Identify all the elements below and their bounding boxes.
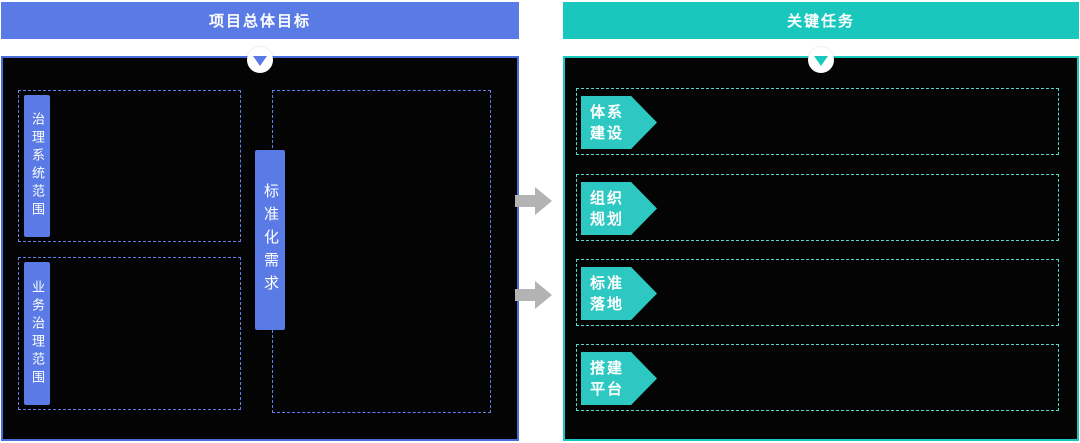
task-arrow-label: 组织 规划	[581, 182, 657, 235]
task-row-standard-implementation: 标准 落地	[576, 259, 1059, 326]
task-label-line2: 规划	[590, 210, 625, 228]
left-panel-title: 项目总体目标	[208, 13, 311, 30]
task-label-line1: 组织	[590, 189, 625, 207]
task-row-platform-building: 搭建 平台	[576, 344, 1059, 411]
left-panel-header: 项目总体目标	[1, 2, 519, 39]
business-governance-scope-label: 业务治理范围	[24, 262, 50, 405]
right-panel-title: 关键任务	[786, 13, 855, 30]
standardization-requirement-label: 标准化需求	[255, 150, 285, 330]
flow-arrow-icon	[515, 281, 552, 309]
flow-arrow-icon	[515, 187, 552, 215]
task-label-line1: 搭建	[590, 359, 625, 377]
task-arrow-label: 搭建 平台	[581, 352, 657, 405]
governance-system-scope-box: 治理系统范围	[18, 90, 241, 242]
governance-system-scope-label: 治理系统范围	[24, 95, 50, 237]
task-label-line1: 标准	[590, 274, 625, 292]
business-governance-scope-box: 业务治理范围	[18, 257, 241, 410]
chevron-down-icon	[247, 47, 273, 73]
chevron-down-icon	[808, 47, 834, 73]
chevron-down-triangle	[814, 56, 828, 66]
standardization-requirement-box	[272, 90, 491, 413]
task-label-line1: 体系	[590, 103, 625, 121]
right-panel-header: 关键任务	[563, 2, 1079, 39]
task-arrow-label: 标准 落地	[581, 267, 657, 320]
chevron-down-triangle	[253, 56, 267, 66]
task-label-line2: 建设	[590, 124, 625, 142]
task-row-system-construction: 体系 建设	[576, 88, 1059, 155]
task-arrow-label: 体系 建设	[581, 96, 657, 149]
task-label-line2: 平台	[590, 380, 625, 398]
task-label-line2: 落地	[590, 295, 625, 313]
task-row-organization-planning: 组织 规划	[576, 174, 1059, 241]
